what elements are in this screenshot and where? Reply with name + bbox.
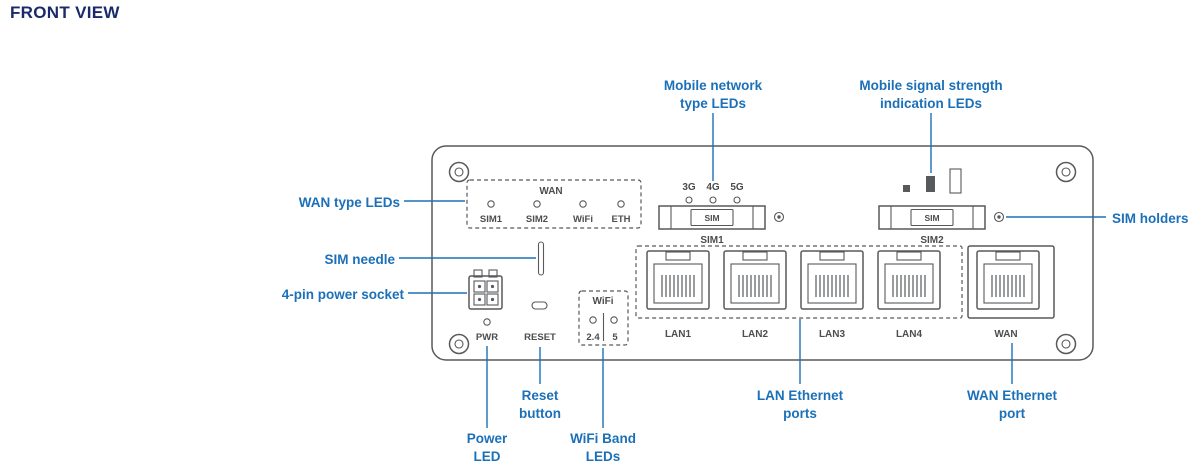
power-led-label: PWR — [476, 332, 498, 343]
wifi-led-label-5: 5 — [612, 332, 618, 343]
power-led: PWR — [476, 318, 498, 343]
wan-led-panel: WAN SIM1 SIM2 WiFi ETH — [466, 179, 642, 229]
sim-holder-screw-1 — [773, 211, 785, 223]
wan-led-label-wifi: WiFi — [573, 214, 593, 225]
led-3g — [685, 196, 693, 204]
wan-port-block: WAN — [967, 245, 1055, 340]
eth-wan-led — [617, 200, 625, 208]
sim-slot-2-label: SIM2 — [920, 235, 944, 246]
wan-led-label-sim2: SIM2 — [526, 214, 548, 225]
callout-mobile-network-type-leds: Mobile network type LEDs — [663, 78, 763, 111]
sim-slot-1-text: SIM — [704, 213, 719, 223]
callout-wan-ethernet-port: WAN Ethernet port — [966, 388, 1057, 421]
wifi-24-led — [589, 316, 597, 324]
wan-led-label-sim1: SIM1 — [480, 214, 503, 225]
mobile-network-type-leds: 3G 4G 5G — [682, 182, 744, 204]
wan-led-label-eth: ETH — [612, 214, 631, 225]
sim-slot-2: SIM SIM2 — [878, 205, 1005, 246]
callout-sim-holders: SIM holders — [1112, 211, 1189, 226]
lan1-label: LAN1 — [665, 329, 692, 340]
sim-slot-1-label: SIM1 — [700, 235, 724, 246]
device-outline — [431, 145, 1094, 361]
sim-slot-1: SIM SIM1 — [658, 205, 785, 246]
lan4-port — [877, 250, 941, 310]
corner-screw-bottom-right — [1055, 333, 1077, 355]
led-4g — [709, 196, 717, 204]
signal-led-small — [903, 185, 910, 192]
mobile-signal-strength-leds — [903, 168, 962, 194]
lan2-port — [723, 250, 787, 310]
wifi-panel-title: WiFi — [592, 296, 613, 307]
led-label-3g: 3G — [682, 182, 696, 193]
sim1-wan-led — [487, 200, 495, 208]
wan-port — [976, 250, 1040, 310]
corner-screw-top-left — [448, 161, 470, 183]
wifi-wan-led — [579, 200, 587, 208]
callout-power-socket: 4-pin power socket — [281, 287, 404, 302]
signal-led-medium — [926, 176, 935, 192]
corner-screw-top-right — [1055, 161, 1077, 183]
sim-needle — [537, 241, 545, 276]
corner-screw-bottom-left — [448, 333, 470, 355]
wifi-led-panel: WiFi 2.4 5 — [578, 290, 629, 346]
page-title: FRONT VIEW — [10, 3, 120, 22]
lan3-label: LAN3 — [819, 329, 846, 340]
sim-slot-2-text: SIM — [924, 213, 939, 223]
lan2-label: LAN2 — [742, 329, 769, 340]
callout-lines — [399, 113, 1106, 428]
reset-button: RESET — [524, 301, 556, 343]
callout-sim-needle: SIM needle — [324, 252, 395, 267]
lan3-port — [800, 250, 864, 310]
wifi-led-label-24: 2.4 — [586, 332, 600, 343]
lan1-port — [646, 250, 710, 310]
wifi-5-led — [610, 316, 618, 324]
callout-lan-ethernet-ports: LAN Ethernet ports — [756, 388, 844, 421]
wan-port-label: WAN — [994, 329, 1017, 340]
sim2-wan-led — [533, 200, 541, 208]
led-5g — [733, 196, 741, 204]
lan-ports-block: LAN1 LAN2 LAN3 LAN4 — [635, 245, 963, 340]
reset-label: RESET — [524, 332, 556, 343]
callout-reset-button: Reset button — [519, 388, 561, 421]
callout-wifi-band-leds: WiFi Band LEDs — [570, 431, 636, 464]
signal-led-large — [949, 168, 962, 194]
callout-wan-type-leds: WAN type LEDs — [298, 195, 400, 210]
callout-power-led: Power LED — [466, 431, 508, 464]
callout-mobile-signal-strength-leds: Mobile signal strength indication LEDs — [859, 78, 1003, 111]
led-label-4g: 4G — [706, 182, 720, 193]
wan-panel-title: WAN — [539, 186, 562, 197]
lan4-label: LAN4 — [896, 329, 923, 340]
led-label-5g: 5G — [730, 182, 744, 193]
sim-holder-screw-2 — [993, 211, 1005, 223]
power-socket — [468, 269, 503, 310]
